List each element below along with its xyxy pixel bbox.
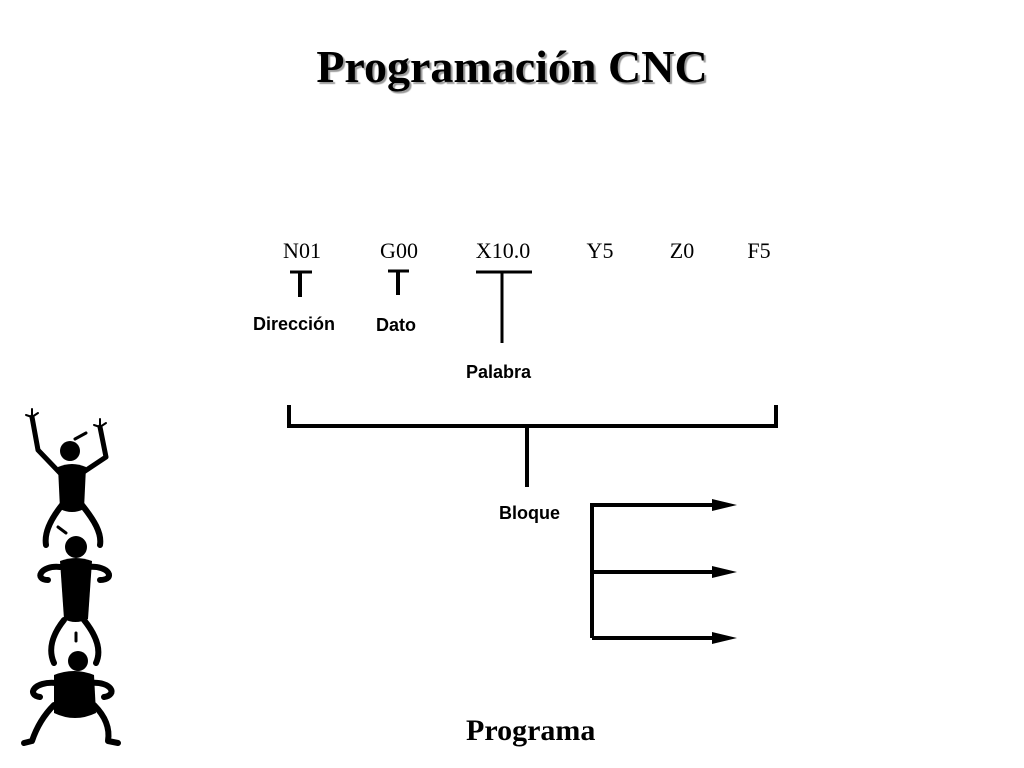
word-n01: N01 [283, 238, 321, 263]
word-f5: F5 [747, 238, 771, 263]
label-dato: Dato [376, 315, 416, 335]
arrow-head-1 [712, 499, 737, 511]
stacked-people-illustration [21, 408, 121, 746]
word-z0: Z0 [669, 238, 695, 263]
label-direccion: Dirección [253, 314, 336, 334]
word-x10: X10.0 [475, 238, 531, 263]
label-programa: Programa [466, 714, 596, 747]
label-bloque: Bloque [499, 503, 560, 523]
arrow-head-3 [712, 632, 737, 644]
slide-title: Programación CNC [316, 41, 708, 92]
label-palabra: Palabra [466, 362, 532, 382]
arrow-head-2 [712, 566, 737, 578]
word-g00: G00 [380, 238, 418, 263]
word-y5: Y5 [586, 238, 614, 263]
